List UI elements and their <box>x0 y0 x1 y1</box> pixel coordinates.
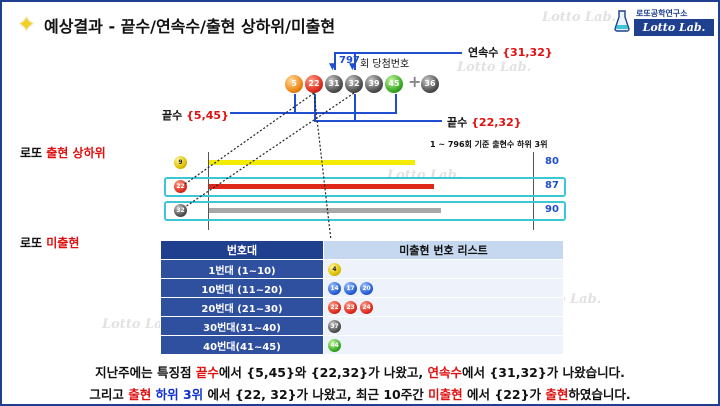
footer-text-segment: 지난주에는 특징점 <box>95 365 196 380</box>
consecutive-bracket <box>334 52 462 54</box>
watermark: Lotto Lab. <box>102 317 177 332</box>
winning-ball: 5 <box>285 75 303 93</box>
footer-text-segment: 그리고 <box>89 387 129 402</box>
winning-ball: 31 <box>325 75 343 93</box>
footer-text-segment: 에서 {5,45}와 {22,32}가 나왔고, <box>218 365 428 380</box>
winning-label: 회 당첨번호 <box>360 59 410 70</box>
footer-text-segment: 출현 <box>545 387 569 402</box>
table-row: 40번대(41~45) 44 <box>160 335 564 355</box>
range-label: 1번대 (1~10) <box>160 259 324 279</box>
arrow-down-icon: ▼ <box>329 62 336 72</box>
consecutive-bracket <box>334 52 336 70</box>
footer-line-1: 지난주에는 특징점 끝수에서 {5,45}와 {22,32}가 나왔고, 연속수… <box>2 362 718 381</box>
consecutive-label: 연속수 {31,32} <box>468 46 553 59</box>
range-label: 30번대(31~40) <box>160 316 324 336</box>
arrow-down-icon: ▼ <box>349 62 356 72</box>
missing-balls-cell: 4 <box>323 259 564 279</box>
rank-highlight-frame <box>164 177 566 197</box>
winning-ball: 32 <box>345 75 363 93</box>
rank-count: 90 <box>545 204 559 215</box>
table-row: 30번대(31~40) 37 <box>160 316 564 336</box>
missing-ball: 37 <box>328 319 341 333</box>
footer-text-segment: 끝수 <box>195 365 219 380</box>
missing-table-header: 미출현 번호 리스트 <box>323 240 564 260</box>
footer-text-segment: 하위 3위 <box>155 387 204 402</box>
consecutive-bracket <box>354 52 356 70</box>
endnum-b-bracket <box>314 94 316 122</box>
round-number: 797 <box>339 55 360 66</box>
table-row: 1번대 (1~10) 4 <box>160 259 564 279</box>
missing-balls-cell: 37 <box>323 316 564 336</box>
footer-text-segment: 에서 {22}가 <box>462 387 546 402</box>
plus-sign: + <box>408 72 422 91</box>
missing-ball: 23 <box>344 300 357 314</box>
rank-ball: 9 <box>174 156 187 169</box>
watermark: Lotto Lab. <box>542 10 617 25</box>
missing-ball: 4 <box>328 262 341 276</box>
missing-ball: 17 <box>344 281 357 295</box>
logo: 로또공학연구소 Lotto Lab. <box>614 8 716 38</box>
logo-subtitle: 로또공학연구소 <box>636 9 688 18</box>
rank-bar <box>209 160 415 165</box>
rank-ball: 32 <box>174 204 187 217</box>
range-label: 10번대 (11~20) <box>160 278 324 298</box>
bonus-ball: 36 <box>421 75 439 93</box>
footer-text-segment: 하였습니다. <box>568 387 631 402</box>
footer-text-segment: 에서 {22, 32}가 나왔고, 최근 10주간 <box>203 387 429 402</box>
missing-table-header: 번호대 <box>160 240 324 260</box>
section-rank-title: 로또 출현 상하위 <box>20 146 106 160</box>
missing-ball: 24 <box>360 300 373 314</box>
endnum-b-bracket <box>354 94 356 122</box>
endnum-a-label: 끝수 {5,45} <box>162 109 229 122</box>
endnum-a-bracket <box>395 94 397 114</box>
flask-icon <box>614 10 630 32</box>
rank-count: 80 <box>545 156 559 167</box>
footer-text-segment: 연속수 <box>427 365 463 380</box>
sparkle-icon: ✦ <box>18 12 35 36</box>
footer-text-segment: 출현 <box>128 387 152 402</box>
endnum-b-label: 끝수 {22,32} <box>447 116 522 129</box>
footer-text-segment: 미출현 <box>428 387 463 402</box>
rank-ball: 22 <box>174 180 187 193</box>
winning-ball: 45 <box>385 75 403 93</box>
rank-note: 1 ~ 796회 기준 출현수 하위 3위 <box>430 140 548 149</box>
range-label: 20번대 (21~30) <box>160 297 324 317</box>
winning-ball: 22 <box>305 75 323 93</box>
rank-bar <box>209 184 434 189</box>
footer-text-segment: 에서 {31,32}가 나왔습니다. <box>462 365 625 380</box>
missing-ball: 14 <box>328 281 341 295</box>
section-missing-title: 로또 미출현 <box>20 236 80 250</box>
winning-ball: 39 <box>365 75 383 93</box>
missing-ball: 22 <box>328 300 341 314</box>
rank-count: 87 <box>545 180 559 191</box>
watermark: Lotto Lab. <box>457 60 532 75</box>
rank-highlight-frame <box>164 201 566 221</box>
missing-balls-cell: 44 <box>323 335 564 355</box>
missing-ball: 44 <box>328 338 341 352</box>
missing-ball: 20 <box>360 281 373 295</box>
logo-title: Lotto Lab. <box>634 19 714 36</box>
watermark: Lotto Lab. <box>387 168 462 183</box>
endnum-b-bracket <box>314 120 442 122</box>
connector-line <box>313 92 334 259</box>
rank-bar <box>209 208 441 213</box>
page-title: 예상결과 - 끝수/연속수/출현 상하위/미출현 <box>44 17 336 36</box>
footer-line-2: 그리고 출현 하위 3위 에서 {22, 32}가 나왔고, 최근 10주간 미… <box>2 384 718 403</box>
rank-axis-right <box>533 152 534 230</box>
endnum-a-bracket <box>294 94 296 114</box>
range-label: 40번대(41~45) <box>160 335 324 355</box>
